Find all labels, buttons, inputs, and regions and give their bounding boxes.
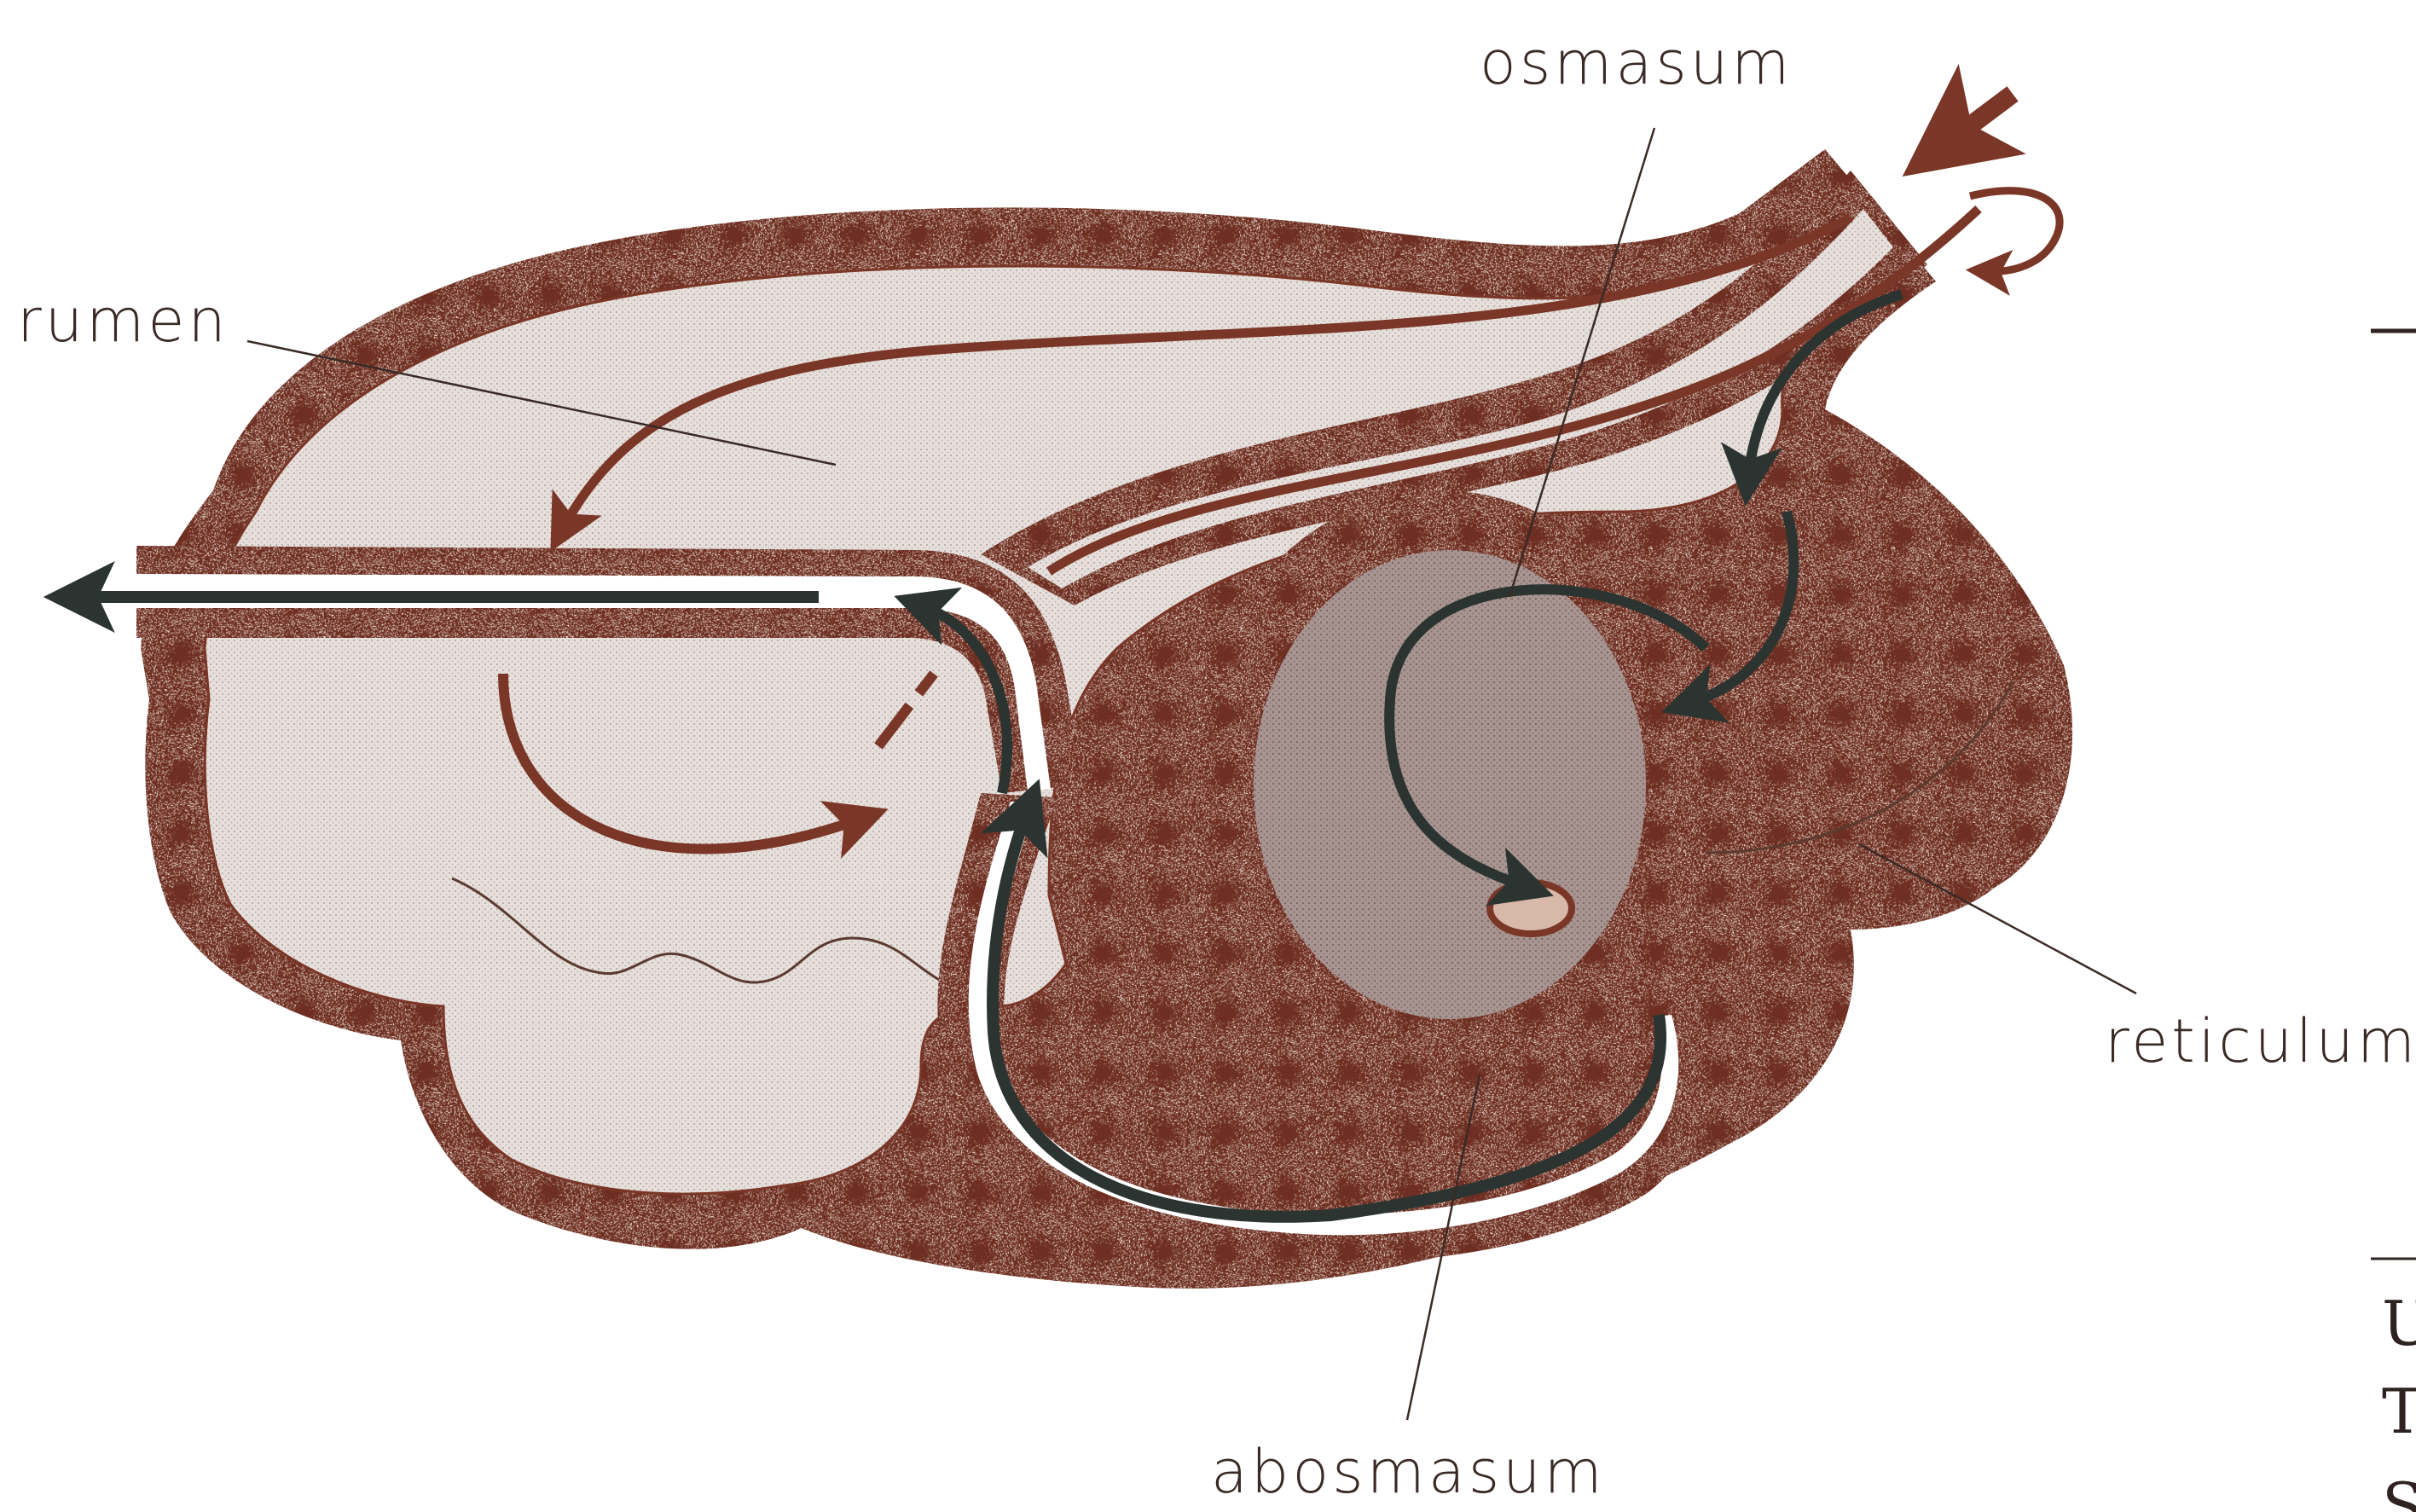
label-osmasum: osmasum xyxy=(1480,28,1793,98)
right-margin: U T S xyxy=(2371,331,2416,1512)
omasum-opening xyxy=(1490,883,1572,934)
margin-letter-1: U xyxy=(2382,1288,2416,1359)
label-reticulum: reticulum xyxy=(2105,1006,2416,1076)
margin-letter-3: S xyxy=(2382,1469,2416,1512)
omasum-chamber xyxy=(1194,490,1689,1053)
brown-arrow-curl xyxy=(1970,191,2060,272)
label-abosmasum: abosmasum xyxy=(1211,1437,1606,1507)
brown-arrow-incoming xyxy=(1944,94,2013,145)
margin-letter-2: T xyxy=(2382,1376,2416,1447)
label-rumen: rumen xyxy=(17,286,229,356)
omasum-lumen xyxy=(1254,550,1646,1019)
